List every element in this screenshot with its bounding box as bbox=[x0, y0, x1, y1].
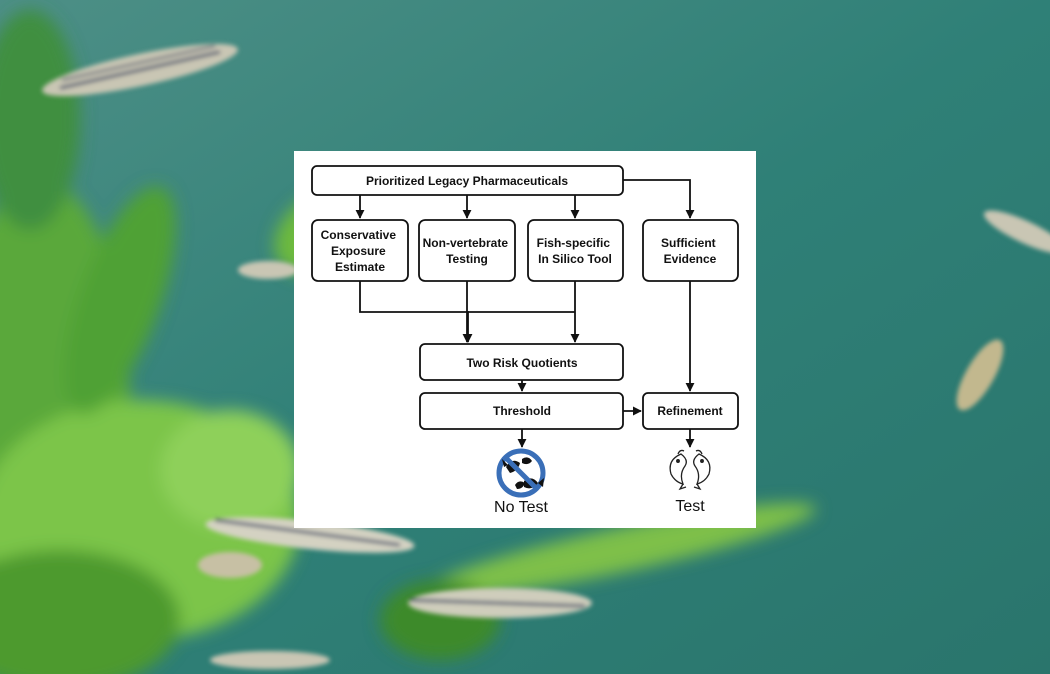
label-sufficient-evidence: Sufficient Evidence bbox=[661, 236, 719, 266]
no-test-label: No Test bbox=[494, 499, 549, 516]
zebrafish bbox=[238, 261, 298, 279]
node-conservative-exposure bbox=[311, 219, 409, 282]
zebrafish bbox=[210, 651, 330, 669]
zebrafish bbox=[956, 339, 1004, 411]
label-non-vertebrate-testing: Non-vertebrate Testing bbox=[423, 236, 512, 266]
node-two-risk-quotients bbox=[419, 343, 624, 381]
label-threshold: Threshold bbox=[493, 404, 551, 418]
zebrafish bbox=[198, 552, 262, 578]
node-sufficient-evidence bbox=[642, 219, 739, 282]
test-label: Test bbox=[675, 498, 705, 515]
flowchart: Prioritized Legacy Pharmaceuticals Conse… bbox=[311, 165, 739, 516]
label-refinement: Refinement bbox=[657, 404, 722, 418]
zebrafish-group bbox=[42, 43, 1050, 669]
node-threshold bbox=[419, 392, 624, 430]
connectors bbox=[355, 179, 695, 448]
arrow-legacy-to-evidence bbox=[623, 179, 695, 219]
label-fish-specific-tool: Fish-specific In Silico Tool bbox=[537, 236, 614, 266]
arrow-exposure-to-risk bbox=[359, 281, 473, 343]
flowchart-panel: Prioritized Legacy Pharmaceuticals Conse… bbox=[294, 151, 756, 528]
label-conservative-exposure: Conservative Exposure Estimate bbox=[321, 228, 400, 274]
no-fish-icon bbox=[496, 448, 546, 498]
label-legacy-pharmaceuticals: Prioritized Legacy Pharmaceuticals bbox=[366, 174, 568, 188]
node-legacy-pharmaceuticals bbox=[311, 165, 624, 196]
node-fish-specific-tool bbox=[527, 219, 624, 282]
node-non-vertebrate-testing bbox=[418, 219, 516, 282]
label-two-risk-quotients: Two Risk Quotients bbox=[466, 356, 577, 370]
zebrafish bbox=[205, 517, 415, 553]
fish-pair-icon bbox=[669, 449, 711, 491]
zebrafish bbox=[42, 43, 238, 97]
zebrafish bbox=[983, 210, 1050, 254]
node-refinement bbox=[642, 392, 739, 430]
